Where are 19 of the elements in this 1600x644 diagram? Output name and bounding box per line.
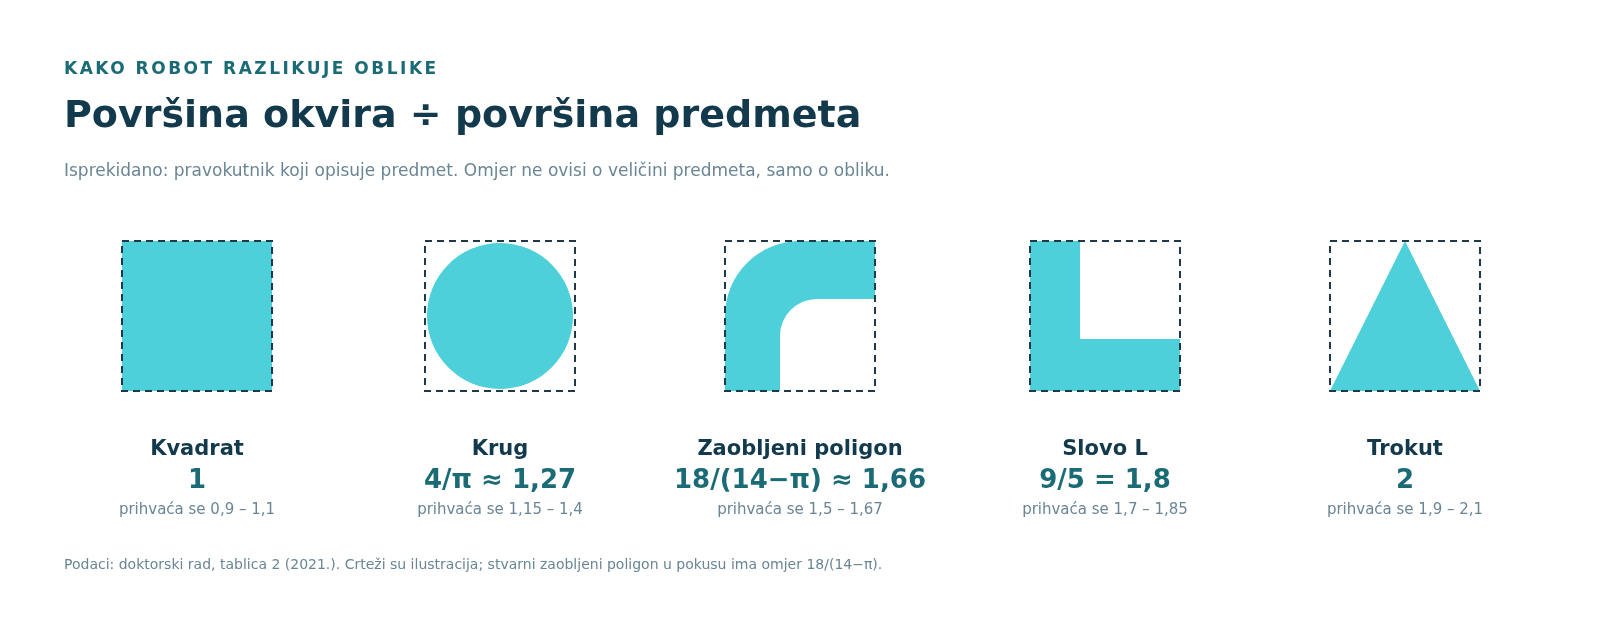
tolerance-range: prihvaća se 0,9 – 1,1 (117, 500, 277, 518)
ratio-value: 18/(14−π) ≈ 1,66 (674, 464, 926, 494)
kicker-text: KAKO ROBOT RAZLIKUJE OBLIKE (64, 58, 439, 78)
tolerance-range: prihvaća se 1,15 – 1,4 (416, 500, 584, 518)
ratio-value: 2 (1395, 464, 1415, 494)
shape-name: Krug (471, 436, 529, 460)
tolerance-range: prihvaća se 1,7 – 1,85 (1021, 500, 1189, 518)
shape-name: Kvadrat (150, 436, 244, 460)
ratio-value: 4/π ≈ 1,27 (423, 464, 577, 494)
shape-name: Trokut (1367, 436, 1443, 460)
shape-name: Slovo L (1062, 436, 1148, 460)
source-note: Podaci: doktorski rad, tablica 2 (2021.). Crteži su ilustracija; stvarni zaobljeni poligon u pokusu ima omjer 18/(14−π). (64, 556, 883, 572)
tolerance-range: prihvaća se 1,5 – 1,67 (716, 500, 884, 518)
heading: Površina okvira ÷ površina predmeta (64, 92, 862, 136)
shape-name: Zaobljeni poligon (697, 436, 903, 460)
tolerance-range: prihvaća se 1,9 – 2,1 (1325, 500, 1485, 518)
subtitle-text: Isprekidano: pravokutnik koji opisuje predmet. Omjer ne ovisi o veličini predmeta, samo o obliku. (64, 160, 890, 180)
ratio-value: 1 (187, 464, 207, 494)
ratio-value: 9/5 = 1,8 (1039, 464, 1171, 494)
